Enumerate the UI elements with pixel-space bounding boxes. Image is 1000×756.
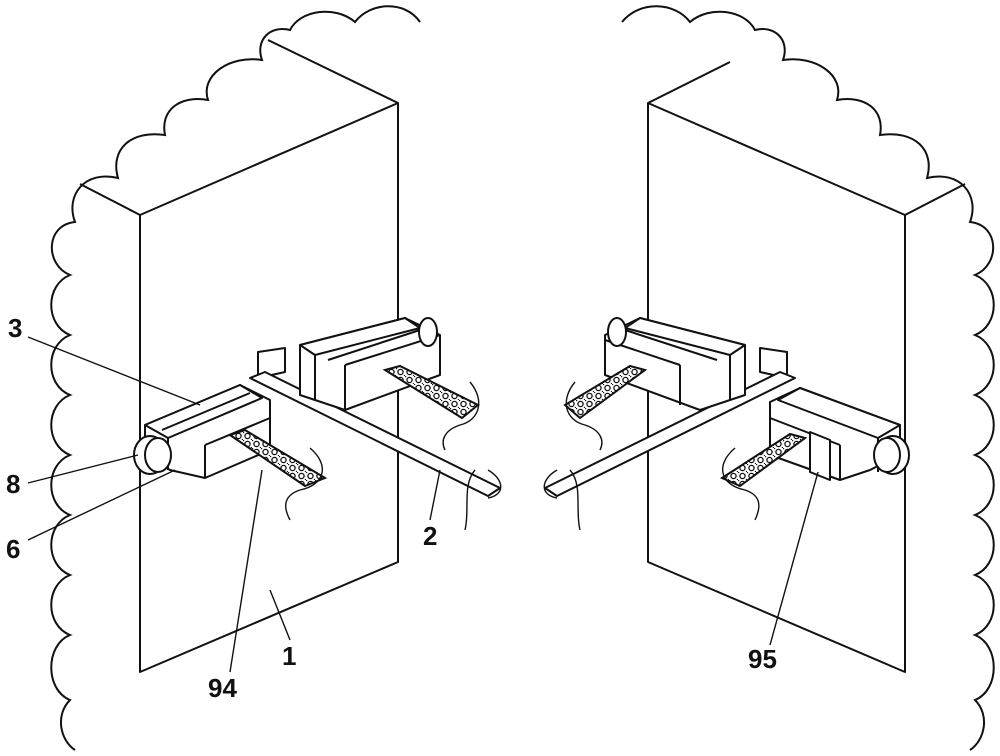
pad-holder-95 bbox=[810, 432, 830, 480]
label-3: 3 bbox=[8, 313, 22, 343]
label-94: 94 bbox=[208, 673, 237, 703]
label-6: 6 bbox=[6, 534, 20, 564]
label-1: 1 bbox=[282, 641, 296, 671]
label-2: 2 bbox=[423, 521, 437, 551]
label-95: 95 bbox=[748, 644, 777, 674]
label-8: 8 bbox=[6, 469, 20, 499]
